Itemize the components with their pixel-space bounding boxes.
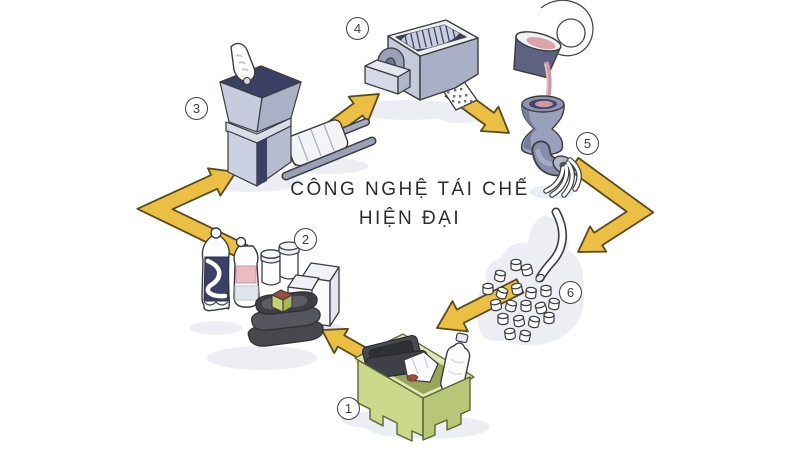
swirl-icon (540, 0, 594, 57)
grinder-machine-illustration (364, 19, 479, 111)
cycle-title: CÔNG NGHỆ TÁI CHẾ HIỆN ĐẠI (250, 175, 570, 233)
stage-2-badge: 2 (294, 228, 317, 251)
sorted-recyclables-illustration (201, 227, 340, 347)
machine-base-icon (364, 59, 411, 95)
compressed-bale-icon (285, 119, 349, 167)
bin-trays-icon (361, 334, 430, 380)
stage-4-badge: 4 (346, 17, 369, 40)
stage-6-number: 6 (566, 285, 575, 300)
stage-6-badge: 6 (559, 281, 582, 304)
extruder-funnel-icon (520, 95, 576, 177)
melting-extruder-illustration (513, 0, 594, 198)
stage-4-number: 4 (353, 21, 362, 36)
stage-3-number: 3 (192, 101, 201, 116)
stage-2-number: 2 (301, 232, 310, 247)
pellets-illustration (482, 207, 568, 343)
recycling-bin-illustration (354, 332, 475, 442)
crucible-icon (513, 31, 562, 79)
arrow-melter-to-pellets (568, 156, 655, 253)
food-container-icon (271, 289, 293, 313)
strand-tube-icon (535, 207, 568, 283)
stage-3-badge: 3 (185, 97, 208, 120)
stage-5-badge: 5 (576, 132, 599, 155)
extruded-strands-icon (543, 157, 582, 198)
stage-5-number: 5 (583, 136, 592, 151)
shredder-dark-stripe (257, 138, 267, 186)
stage-1-badge: 1 (337, 397, 360, 420)
stage-1-number: 1 (344, 401, 353, 416)
bin-paper-icon (403, 351, 439, 383)
clear-bottle-icon (233, 236, 260, 308)
soda-bottle-icon (201, 227, 230, 312)
cycle-title-line2: HIỆN ĐẠI (358, 208, 462, 229)
bottle-into-shredder-icon (230, 42, 256, 86)
jars-icon (260, 241, 300, 286)
shredder-illustration (219, 42, 377, 187)
cycle-title-line1: CÔNG NGHỆ TÁI CHẾ (290, 179, 530, 200)
